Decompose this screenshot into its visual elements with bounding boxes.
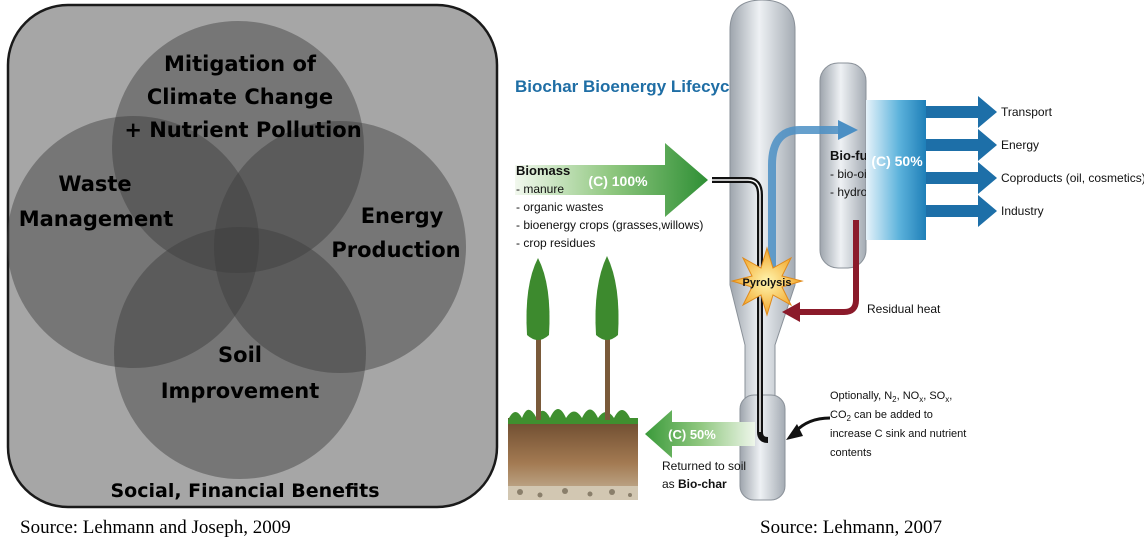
biomass-item-3: - bioenergy crops (grasses,willows)	[516, 218, 703, 232]
right-source: Source: Lehmann, 2007	[760, 517, 942, 538]
return-line-1: Returned to soil	[662, 459, 746, 473]
residual-heat-label: Residual heat	[867, 302, 941, 316]
biomass-item-2: - organic wastes	[516, 200, 603, 214]
biomass-item-1: - manure	[516, 182, 564, 196]
circle-waste	[7, 116, 259, 368]
tree-trunk-2	[605, 330, 610, 420]
venn-background	[6, 3, 499, 509]
biofuel-carbon: (C) 50%	[871, 153, 923, 169]
note-arrowhead	[786, 424, 803, 440]
arrow-energy	[926, 129, 997, 161]
label-climate-3: + Nutrient Pollution	[124, 118, 361, 142]
label-waste-2: Management	[19, 207, 174, 231]
lifecycle-title: Biochar Bioenergy Lifecycle	[515, 77, 744, 96]
note-line-4: contents	[830, 447, 872, 459]
return-carbon: (C) 50%	[668, 427, 716, 442]
label-climate-1: Mitigation of	[164, 52, 317, 76]
biomass-carbon: (C) 100%	[588, 173, 648, 189]
biomass-heading: Biomass	[516, 163, 570, 178]
feed-path-highlight	[712, 179, 761, 432]
soil-illustration	[508, 256, 638, 500]
output-coproducts: Coproducts (oil, cosmetics)	[1001, 171, 1144, 185]
arrow-industry	[926, 195, 997, 227]
biomass-arrow	[515, 143, 708, 217]
return-line-2: as Bio-char	[662, 477, 727, 491]
return-arrow	[645, 410, 755, 458]
vapour-path	[768, 126, 840, 285]
tree-2	[595, 256, 619, 340]
biomass-item-4: - crop residues	[516, 236, 595, 250]
biofuel-item-1: - bio-oil	[830, 167, 869, 181]
tree-1	[526, 258, 550, 340]
circle-soil	[114, 227, 366, 479]
circle-energy	[214, 121, 466, 373]
note-line-1: Optionally, N2, NOx, SOx,	[830, 390, 952, 404]
note-arrow	[793, 416, 831, 434]
pyrolysis-label: Pyrolysis	[743, 277, 792, 289]
label-soil-1: Soil	[218, 343, 262, 367]
label-energy-1: Energy	[361, 204, 444, 228]
output-industry: Industry	[1001, 204, 1044, 218]
label-waste-1: Waste	[58, 172, 131, 196]
venn-diagram: Mitigation of Climate Change + Nutrient …	[6, 3, 499, 509]
vapour-arrowhead	[838, 120, 858, 140]
label-climate-2: Climate Change	[147, 85, 333, 109]
residual-heat-path	[798, 220, 859, 315]
label-energy-2: Production	[331, 238, 460, 262]
arrow-coproducts	[926, 162, 997, 194]
circle-climate	[112, 21, 364, 273]
venn-footer: Social, Financial Benefits	[110, 480, 379, 502]
pyrolysis-burst	[730, 246, 804, 317]
arrow-transport	[926, 96, 997, 128]
note-line-2: CO2 can be added to	[830, 409, 933, 423]
output-arrows	[926, 96, 997, 227]
label-soil-2: Improvement	[161, 379, 320, 403]
biofuel-output-block	[866, 100, 926, 240]
tree-trunk-1	[536, 330, 541, 420]
left-source: Source: Lehmann and Joseph, 2009	[20, 517, 291, 538]
soil-gravel	[508, 486, 638, 500]
grass	[508, 409, 638, 424]
note-line-3: increase C sink and nutrient	[830, 428, 966, 440]
output-energy: Energy	[1001, 138, 1039, 152]
output-transport: Transport	[1001, 105, 1053, 119]
residual-heat-arrowhead	[782, 302, 800, 322]
biofuel-tank	[819, 62, 867, 269]
lifecycle-diagram: Biochar Bioenergy Lifecycle (C) 100% Bio…	[508, 0, 1144, 501]
optional-note: Optionally, N2, NOx, SOx, CO2 can be add…	[830, 390, 966, 459]
